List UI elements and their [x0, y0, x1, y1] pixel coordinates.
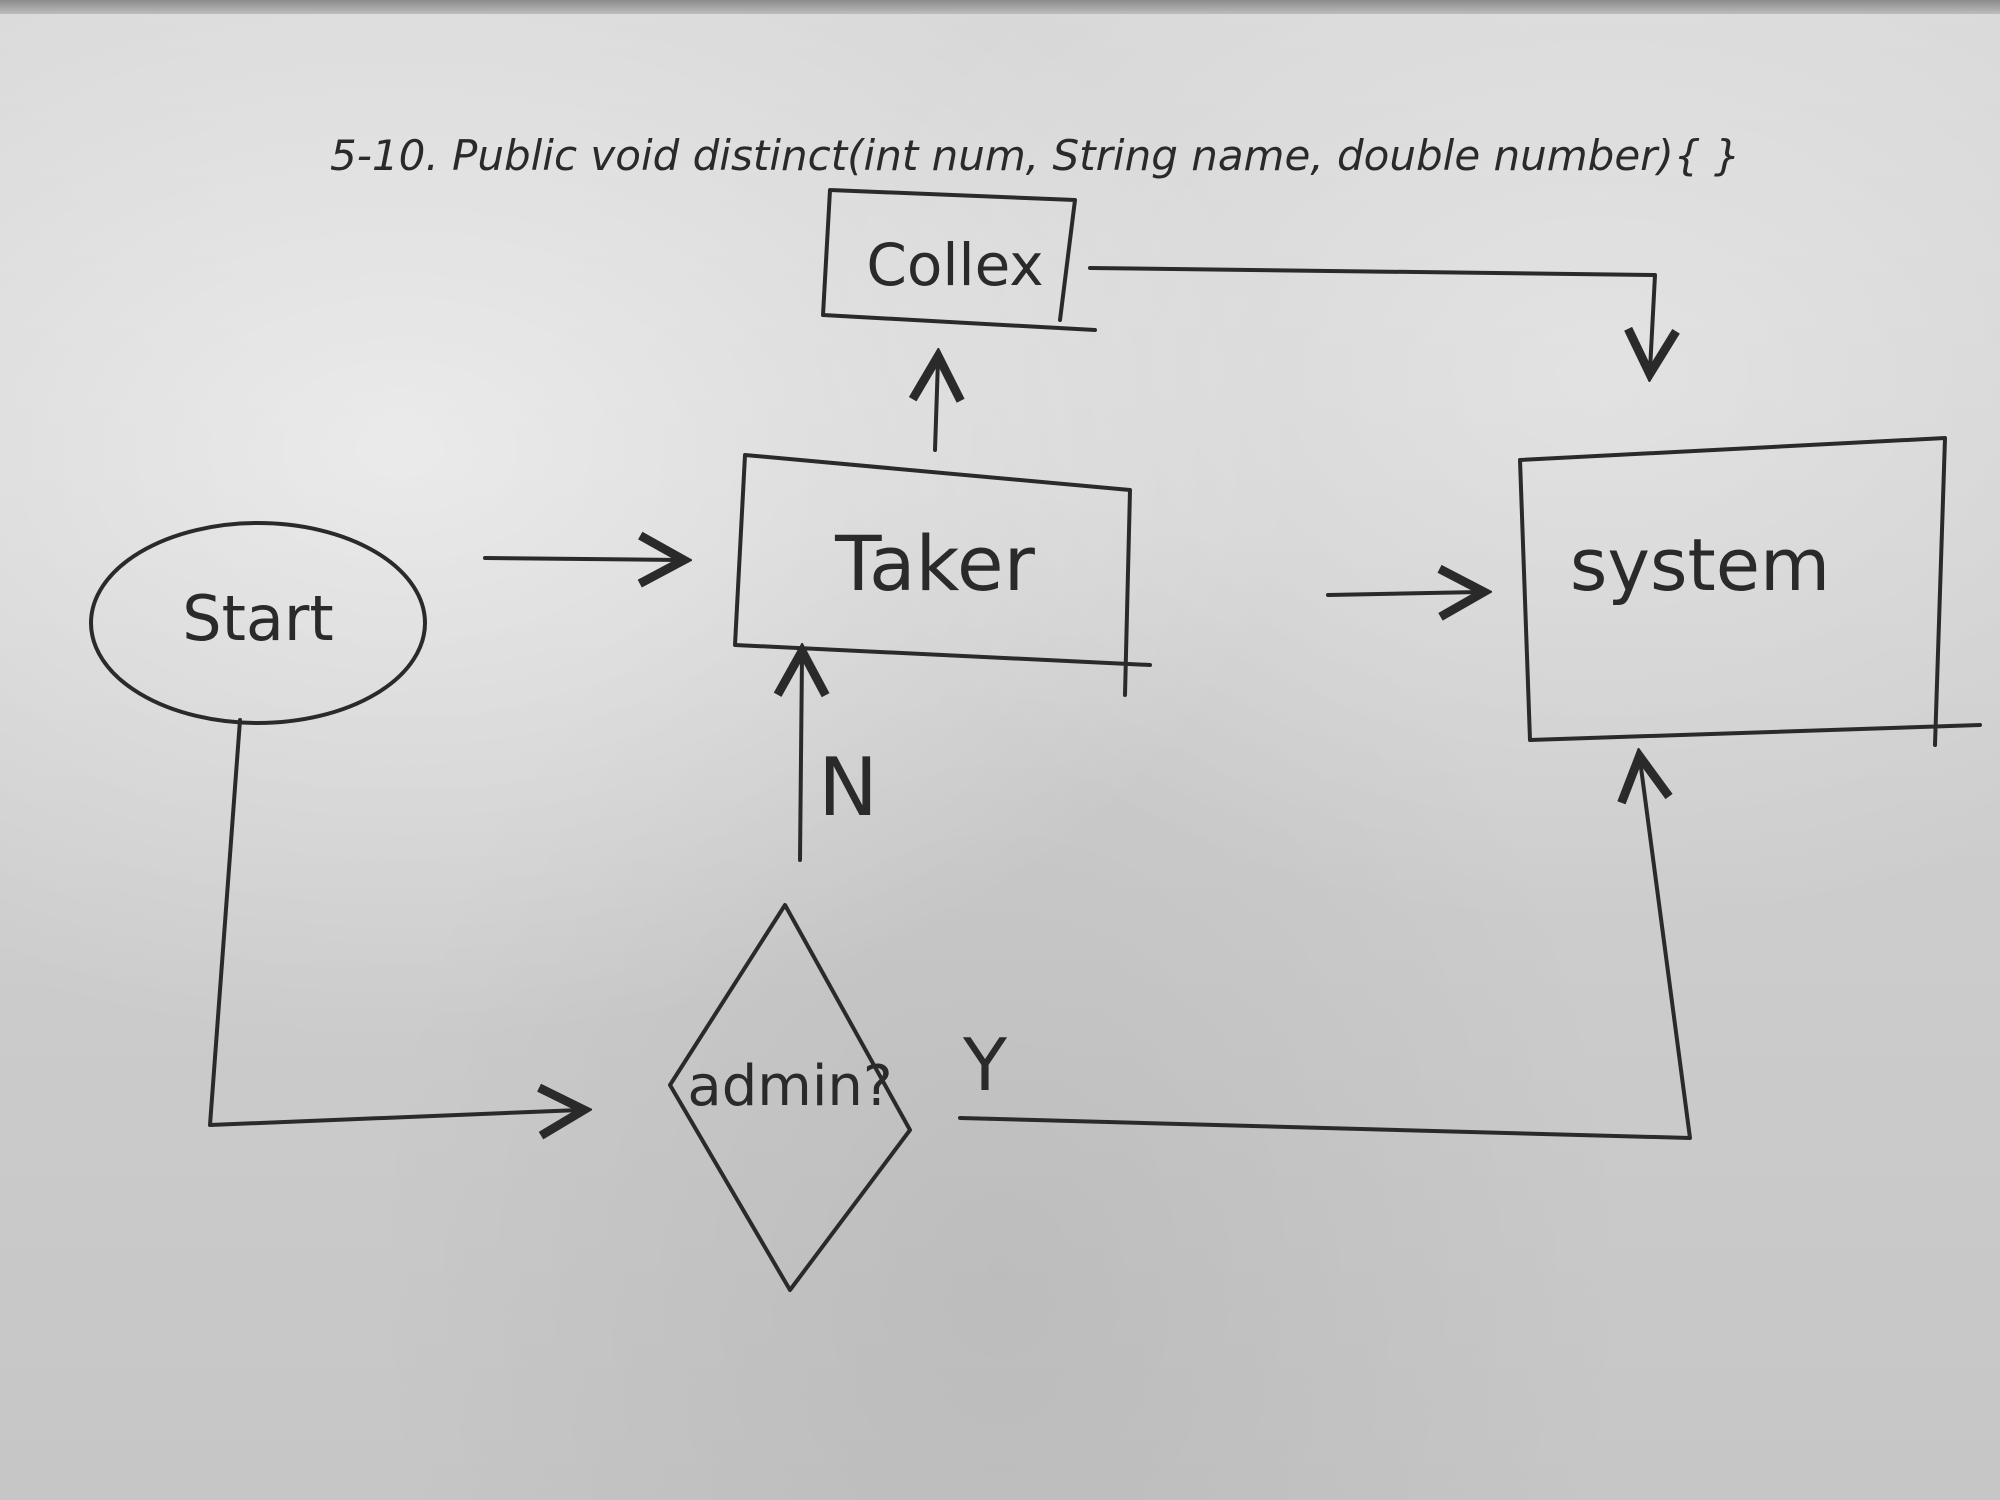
start-label: Start: [182, 582, 333, 655]
taker-box: [733, 453, 1152, 697]
edge-taker-to-system: [1326, 592, 1480, 595]
edge-admin-to-system: [958, 760, 1692, 1140]
node-college: Collex: [821, 188, 1097, 332]
edge-admin-to-taker: [800, 655, 802, 862]
edge-college-to-system: [1088, 266, 1655, 370]
system-box: [1518, 436, 1982, 747]
admin-label: admin?: [687, 1054, 892, 1119]
edge-label-no: N: [818, 741, 878, 834]
edge-start-to-admin: [208, 718, 580, 1125]
node-system: system: [1518, 436, 1982, 747]
edge-label-yes: Y: [962, 1023, 1008, 1107]
college-label: Collex: [866, 231, 1043, 299]
system-label: system: [1570, 523, 1830, 607]
whiteboard-frame: [0, 0, 2000, 14]
start-ellipse: [89, 521, 427, 725]
taker-label: Taker: [834, 519, 1035, 608]
edge-taker-to-college: [935, 360, 938, 452]
heading-text: 5-10. Public void distinct(int num, Stri…: [330, 131, 1741, 180]
edge-start-to-taker: [483, 558, 680, 560]
node-admin: admin?: [668, 903, 912, 1292]
node-taker: Taker: [733, 453, 1152, 697]
node-start: Start: [89, 521, 427, 725]
college-box: [821, 188, 1097, 332]
admin-diamond: [668, 903, 912, 1292]
